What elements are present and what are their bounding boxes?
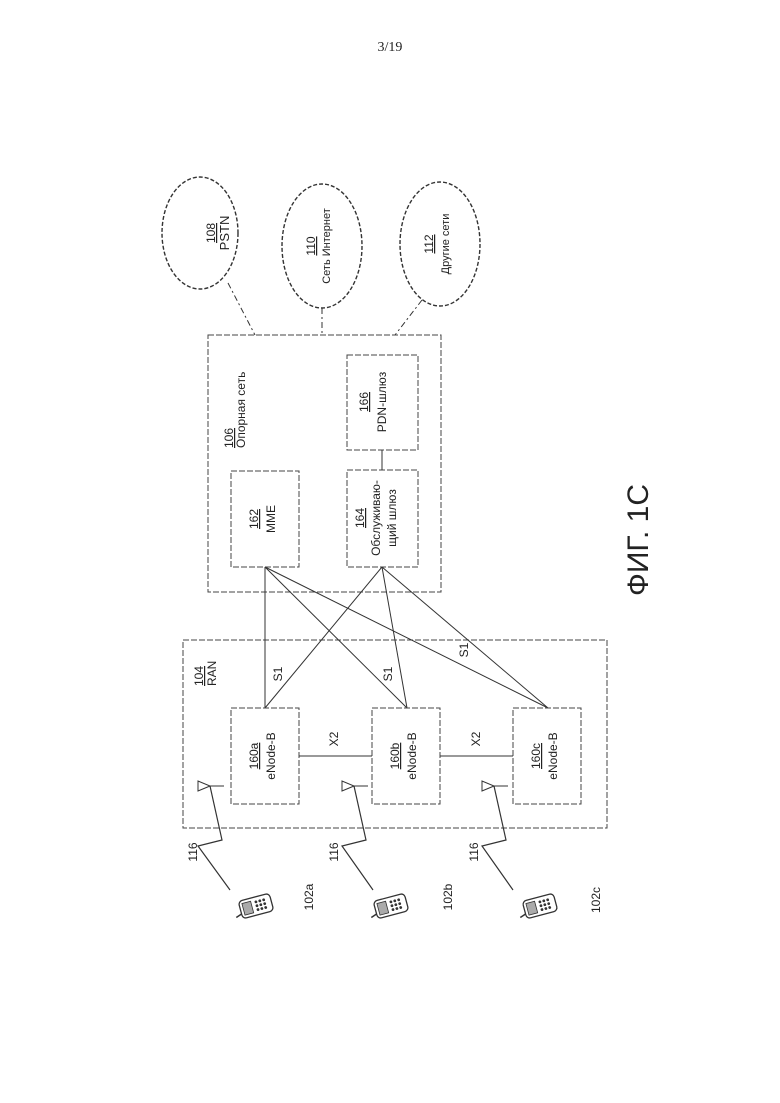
figure-label: ФИГ. 1C [622, 484, 655, 596]
wtru-label-c: 102c [589, 887, 603, 913]
x2-label-ab: X2 [327, 731, 341, 746]
air-link-label-c: 116 [467, 842, 481, 861]
cloud-other-networks: 112 Другие сети [400, 182, 480, 306]
enodeb-a-number: 160a [247, 742, 261, 769]
enodeb-b-label: eNode-B [405, 732, 419, 779]
cloud-pstn-number: 108 [204, 223, 218, 243]
s1-label-c: S1 [457, 642, 471, 657]
enodeb-a-label: eNode-B [264, 732, 278, 779]
ran-label: RAN [205, 661, 219, 686]
s1-label-b: S1 [381, 666, 395, 681]
s1-links [265, 567, 548, 708]
x2-label-bc: X2 [469, 731, 483, 746]
core-network-label: Опорная сеть [234, 372, 248, 448]
phone-icon [232, 893, 273, 920]
air-link-label-b: 116 [327, 842, 341, 861]
serving-gateway-label-2: щий шлюз [385, 489, 399, 547]
mme-label: MME [264, 505, 278, 533]
cloud-internet: 110 Сеть Интернет [282, 184, 362, 308]
pdn-gateway-label: PDN-шлюз [375, 371, 389, 432]
cloud-pstn: 108 PSTN [162, 177, 238, 289]
cloud-pstn-label: PSTN [217, 216, 232, 251]
phone-icon [367, 893, 408, 920]
cloud-other-number: 112 [422, 234, 436, 253]
ran-number: 104 [192, 666, 206, 686]
cloud-other-label: Другие сети [440, 214, 452, 275]
serving-gateway-label-1: Обслуживаю- [369, 480, 383, 556]
serving-gateway-number: 164 [353, 508, 367, 528]
enodeb-b-number: 160b [388, 742, 402, 769]
phone-icon [516, 893, 557, 920]
cloud-internet-number: 110 [304, 236, 318, 255]
mme-number: 162 [247, 509, 261, 529]
wtru-label-b: 102b [441, 883, 455, 910]
enodeb-c-label: eNode-B [546, 732, 560, 779]
pdn-gateway-number: 166 [357, 392, 371, 412]
wtru-label-a: 102a [302, 883, 316, 910]
s1-label-a: S1 [271, 666, 285, 681]
cloud-internet-label: Сеть Интернет [321, 208, 333, 284]
enodeb-c-number: 160c [529, 743, 543, 769]
air-link-label-a: 116 [186, 842, 200, 861]
